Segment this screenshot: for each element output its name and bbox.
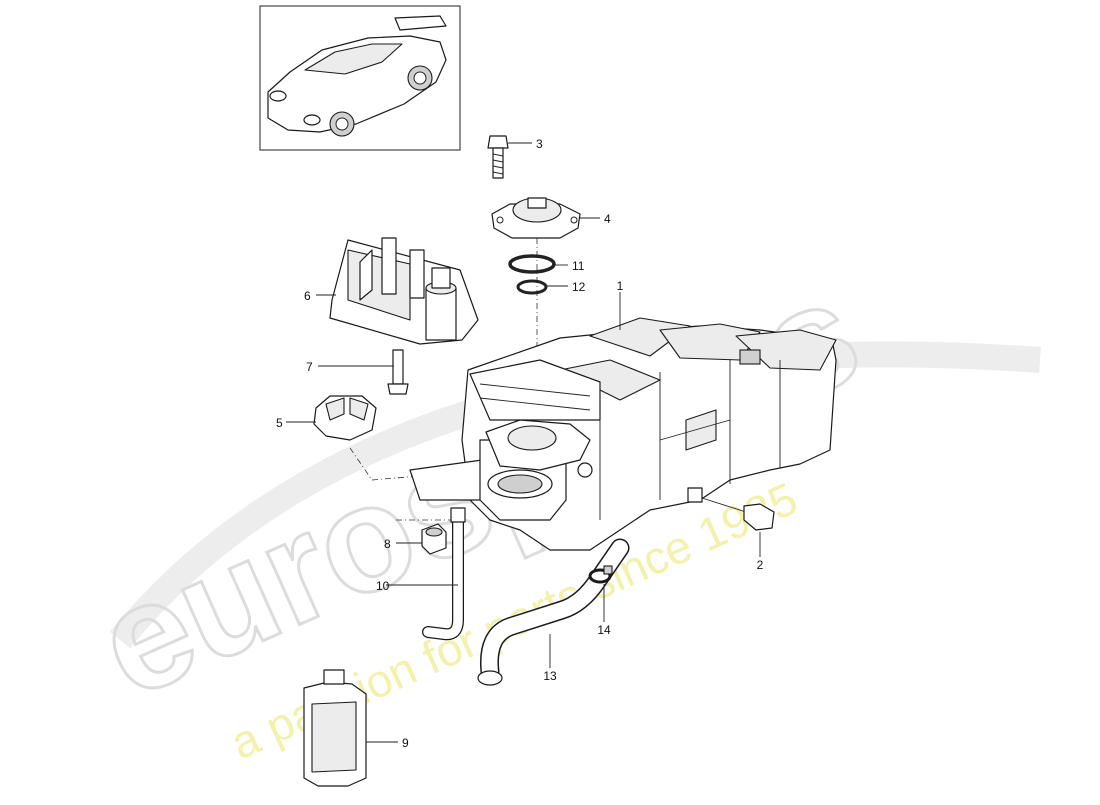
callout-1: 1 bbox=[617, 279, 624, 293]
callout-labels: 1 2 3 4 5 6 7 8 9 10 11 12 13 14 bbox=[276, 137, 764, 750]
screw-part bbox=[387, 349, 409, 395]
hose-clamp-part bbox=[588, 565, 613, 584]
seal-rings bbox=[508, 254, 556, 295]
level-sensor-part bbox=[687, 487, 775, 531]
leader-lines bbox=[286, 142, 761, 743]
mounting-bracket-part bbox=[329, 237, 479, 345]
vehicle-thumbnail bbox=[259, 5, 461, 151]
callout-7: 7 bbox=[306, 360, 313, 374]
vent-hose-part bbox=[422, 507, 466, 641]
callout-2: 2 bbox=[757, 558, 764, 572]
grommet-part bbox=[421, 523, 447, 555]
callout-10: 10 bbox=[376, 579, 390, 593]
callout-12: 12 bbox=[572, 280, 586, 294]
coolant-bottle-part bbox=[303, 669, 367, 787]
callout-9: 9 bbox=[402, 736, 409, 750]
tank-cap-part bbox=[313, 395, 377, 441]
callout-11: 11 bbox=[572, 259, 585, 273]
callout-8: 8 bbox=[384, 537, 391, 551]
callout-4: 4 bbox=[604, 212, 611, 226]
bolt-part bbox=[487, 135, 509, 179]
callout-6: 6 bbox=[304, 289, 311, 303]
coolant-hose-part bbox=[477, 538, 630, 686]
callout-13: 13 bbox=[543, 669, 557, 683]
callout-14: 14 bbox=[597, 623, 611, 637]
filler-neck-part bbox=[409, 419, 593, 521]
filler-neck-valve-part bbox=[491, 197, 581, 239]
callout-5: 5 bbox=[276, 416, 283, 430]
callout-3: 3 bbox=[536, 137, 543, 151]
